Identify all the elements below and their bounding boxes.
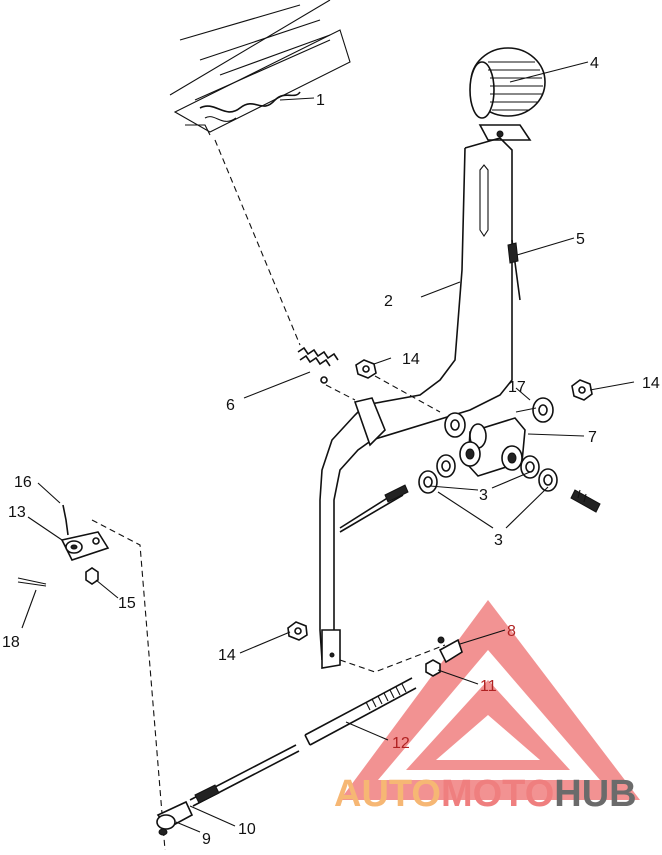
rod-end-clevis (425, 636, 463, 677)
spring-to-pedal-line (325, 384, 356, 401)
nut-guide-line (374, 375, 441, 413)
callout-3-lower: 3 (494, 532, 503, 549)
push-rod (189, 677, 417, 807)
stop-bolt (507, 239, 521, 301)
callout-2: 2 (384, 293, 393, 310)
callout-14-right: 14 (642, 375, 660, 392)
callout-5: 5 (576, 231, 585, 248)
callout-14-upper: 14 (402, 351, 420, 368)
callout-3-upper: 3 (479, 487, 488, 504)
assembly-line-rod (339, 644, 446, 673)
callout-6: 6 (226, 397, 235, 414)
lock-nut-upper (355, 359, 377, 379)
callout-14-lower: 14 (218, 647, 236, 664)
pedal-arm (319, 137, 513, 669)
cotter-pin (17, 577, 47, 587)
watermark-triangle (340, 600, 640, 800)
pivot-bracket (459, 417, 526, 477)
ball-joint (156, 800, 194, 836)
watermark-hub: HUB (554, 773, 636, 815)
assembly-line-left (91, 519, 166, 851)
callout-13: 13 (8, 504, 26, 521)
callout-1: 1 (316, 92, 325, 109)
callout-15: 15 (118, 595, 136, 612)
pedal-pad (469, 47, 546, 141)
callout-18: 18 (2, 634, 20, 651)
svg-text:AUTOMOTOHUB: AUTOMOTOHUB (334, 773, 637, 815)
callout-11: 11 (480, 678, 497, 695)
callout-4: 4 (590, 55, 599, 72)
leader-lines (21, 61, 635, 833)
watermark-auto: AUTO (334, 773, 441, 815)
callout-8: 8 (507, 623, 516, 640)
watermark-logo: AUTOMOTOHUB (334, 773, 637, 815)
pivot-bolt (570, 489, 601, 513)
callout-12: 12 (392, 735, 410, 752)
spring-guide-line (214, 139, 301, 346)
callout-10: 10 (238, 821, 256, 838)
lock-nut-lower (287, 621, 308, 641)
lock-nut-right (571, 379, 593, 401)
callout-17: 17 (508, 379, 526, 396)
body-panel (169, 0, 351, 136)
clevis-bracket (60, 504, 110, 585)
callout-7: 7 (588, 429, 597, 446)
watermark-moto: MOTO (441, 773, 554, 815)
callout-16: 16 (14, 474, 32, 491)
washers (418, 397, 558, 494)
return-spring (297, 346, 339, 384)
callout-labels: 1 2 3 3 4 5 6 7 8 9 10 11 12 13 14 14 14… (2, 55, 660, 848)
callout-9: 9 (202, 831, 211, 848)
